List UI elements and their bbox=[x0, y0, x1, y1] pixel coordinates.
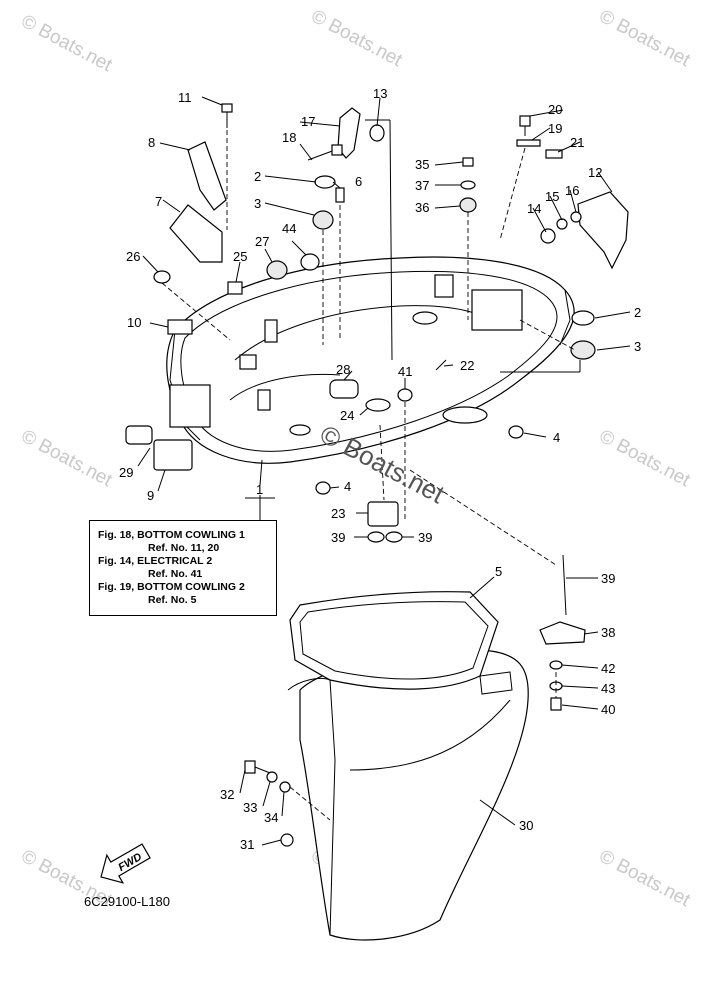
callout-10: 10 bbox=[127, 315, 141, 330]
callout-38: 38 bbox=[601, 625, 615, 640]
watermark: © Boats.net bbox=[308, 6, 406, 72]
callout-9: 9 bbox=[147, 488, 154, 503]
note-ref: Ref. No. 41 bbox=[148, 568, 203, 580]
reference-notes: Fig. 18, BOTTOM COWLING 1 Ref. No. 11, 2… bbox=[89, 520, 277, 616]
callout-4: 4 bbox=[553, 430, 560, 445]
callout-24: 24 bbox=[340, 408, 354, 423]
callout-3: 3 bbox=[254, 196, 261, 211]
callout-27: 27 bbox=[255, 234, 269, 249]
small-parts bbox=[125, 103, 629, 847]
callout-6: 6 bbox=[355, 174, 362, 189]
watermark: © Boats.net bbox=[18, 426, 116, 492]
callout-36: 36 bbox=[415, 200, 429, 215]
note-ref: Ref. No. 11, 20 bbox=[148, 542, 220, 554]
callout-5: 5 bbox=[495, 564, 502, 579]
callout-23: 23 bbox=[331, 506, 345, 521]
callout-20: 20 bbox=[548, 102, 562, 117]
callout-43: 43 bbox=[601, 681, 615, 696]
note-title: Fig. 18, BOTTOM COWLING 1 bbox=[98, 529, 245, 541]
callout-41: 41 bbox=[398, 364, 412, 379]
note-ref: Ref. No. 5 bbox=[148, 594, 197, 606]
callout-30: 30 bbox=[519, 818, 533, 833]
fwd-arrow: FWD bbox=[100, 843, 151, 884]
callout-35: 35 bbox=[415, 157, 429, 172]
callout-21: 21 bbox=[570, 135, 584, 150]
leader-lines bbox=[137, 96, 631, 846]
callout-2: 2 bbox=[634, 305, 641, 320]
callout-39: 39 bbox=[331, 530, 345, 545]
callout-40: 40 bbox=[601, 702, 615, 717]
callout-15: 15 bbox=[545, 189, 559, 204]
assembly-lines bbox=[161, 119, 581, 821]
callout-8: 8 bbox=[148, 135, 155, 150]
callout-19: 19 bbox=[548, 121, 562, 136]
callout-25: 25 bbox=[233, 249, 247, 264]
callout-39: 39 bbox=[418, 530, 432, 545]
callout-33: 33 bbox=[243, 800, 257, 815]
callout-37: 37 bbox=[415, 178, 429, 193]
callout-42: 42 bbox=[601, 661, 615, 676]
callout-14: 14 bbox=[527, 201, 541, 216]
callout-39: 39 bbox=[601, 571, 615, 586]
note-title: Fig. 14, ELECTRICAL 2 bbox=[98, 555, 213, 567]
callout-31: 31 bbox=[240, 837, 254, 852]
callout-34: 34 bbox=[264, 810, 278, 825]
callout-11: 11 bbox=[178, 90, 192, 105]
watermark: © Boats.net bbox=[18, 11, 116, 77]
callout-26: 26 bbox=[126, 249, 140, 264]
callout-4: 4 bbox=[344, 479, 351, 494]
callout-7: 7 bbox=[155, 194, 162, 209]
lower-cowling-skirt bbox=[287, 648, 529, 941]
rubber-seal bbox=[289, 591, 499, 690]
callout-16: 16 bbox=[565, 183, 579, 198]
callout-29: 29 bbox=[119, 465, 133, 480]
callout-18: 18 bbox=[282, 130, 296, 145]
note-title: Fig. 19, BOTTOM COWLING 2 bbox=[98, 581, 245, 593]
callout-22: 22 bbox=[460, 358, 474, 373]
watermark: © Boats.net bbox=[596, 426, 694, 492]
callout-12: 12 bbox=[588, 165, 602, 180]
callout-3: 3 bbox=[634, 339, 641, 354]
callout-17: 17 bbox=[301, 114, 315, 129]
callout-44: 44 bbox=[282, 221, 296, 236]
callout-28: 28 bbox=[336, 362, 350, 377]
bottom-cowling-tray bbox=[166, 256, 575, 464]
callout-2: 2 bbox=[254, 169, 261, 184]
watermark: © Boats.net bbox=[596, 846, 694, 912]
callouts: 1 2 2 3 3 4 4 5 6 7 8 9 10 11 12 13 14 1… bbox=[119, 86, 641, 852]
callout-32: 32 bbox=[220, 787, 234, 802]
catalog-code: 6C29100-L180 bbox=[84, 894, 171, 909]
callout-1: 1 bbox=[256, 482, 263, 497]
watermark: © Boats.net bbox=[596, 6, 694, 72]
fwd-label: FWD bbox=[116, 851, 144, 874]
callout-13: 13 bbox=[373, 86, 387, 101]
